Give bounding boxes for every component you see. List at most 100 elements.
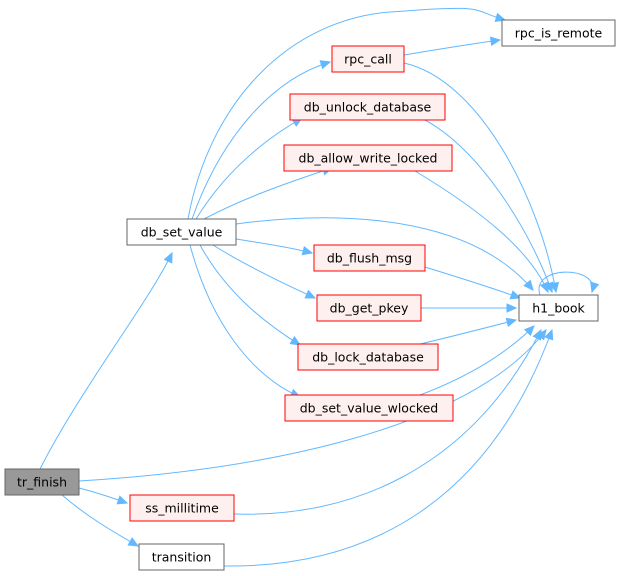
node-label: db_allow_write_locked	[299, 151, 438, 166]
nodes-layer: tr_finish db_set_value ss_millitimetransit…	[4, 19, 616, 571]
edge-arrowhead	[163, 251, 173, 264]
edge-line	[403, 62, 557, 293]
node-box	[297, 343, 439, 371]
edge-arrowhead	[506, 303, 518, 313]
node-label: db_set_value	[141, 225, 223, 240]
node-h1-book[interactable]: h1_book	[518, 294, 599, 322]
edge-arrowhead	[127, 537, 140, 547]
edge-line	[39, 252, 173, 470]
node-box	[129, 494, 235, 522]
edge-arrowhead	[532, 328, 542, 341]
edge-line	[187, 7, 506, 220]
node-box	[138, 543, 225, 571]
edge-line	[212, 244, 316, 299]
node-label: db_get_pkey	[330, 301, 409, 316]
edge-line	[78, 329, 547, 482]
node-rpc-call[interactable]: rpc_call	[331, 45, 405, 73]
node-box	[518, 294, 599, 322]
node-tr-finish[interactable]: tr_finish	[4, 468, 80, 496]
node-label: transition	[152, 550, 212, 565]
node-db-lock-database[interactable]: db_lock_database	[297, 343, 439, 371]
edge-arrowhead	[539, 281, 549, 294]
edge-db-set-value-to-db-set-value-wlocked	[189, 244, 302, 398]
edges-layer	[39, 7, 600, 567]
edge-arrowhead	[523, 279, 534, 291]
node-label: db_set_value_wlocked	[300, 401, 439, 416]
node-ss-millitime[interactable]: ss_millitime	[129, 494, 235, 522]
edge-arrowhead	[489, 36, 502, 46]
node-label: ss_millitime	[145, 501, 219, 516]
edge-rpc-call-to-rpc-is-remote	[403, 36, 502, 56]
node-db-get-pkey[interactable]: db_get_pkey	[316, 294, 422, 322]
node-box	[316, 294, 422, 322]
edge-arrowhead	[301, 245, 314, 256]
edge-arrowhead	[304, 289, 317, 299]
edge-arrowhead	[319, 60, 332, 70]
node-box	[126, 218, 237, 246]
node-box	[289, 93, 446, 121]
edge-line	[419, 325, 535, 396]
edge-db-set-value-to-rpc-is-remote	[187, 7, 507, 220]
edge-tr-finish-to-ss-millitime	[78, 487, 129, 505]
node-label: rpc_call	[344, 52, 392, 67]
edge-line	[424, 119, 553, 293]
node-box	[283, 144, 453, 172]
edge-line	[414, 170, 549, 293]
edge-line	[235, 217, 534, 291]
edge-db-set-value-to-rpc-call	[191, 60, 332, 220]
node-box	[4, 468, 80, 496]
edge-line	[419, 319, 517, 345]
node-rpc-is-remote[interactable]: rpc_is_remote	[501, 19, 616, 47]
edge-tr-finish-to-db-set-value	[39, 251, 173, 470]
node-box	[313, 244, 426, 272]
edge-line	[424, 266, 521, 299]
edge-db-flush-msg-to-h1-book	[424, 266, 522, 300]
edge-arrowhead	[116, 495, 129, 505]
edge-db-set-value-to-db-get-pkey	[212, 244, 317, 299]
node-label: tr_finish	[17, 475, 67, 490]
edge-db-get-pkey-to-h1-book	[420, 303, 518, 313]
edge-rpc-call-to-h1-book	[403, 62, 560, 294]
edge-arrowhead	[289, 335, 302, 346]
edge-db-allow-write-locked-to-h1-book	[414, 170, 549, 294]
node-label: h1_book	[532, 301, 585, 316]
node-box	[501, 19, 616, 47]
edge-line	[195, 117, 303, 220]
node-label: db_unlock_database	[304, 100, 432, 115]
edge-db-set-value-to-db-flush-msg	[235, 238, 314, 256]
node-box	[284, 394, 454, 422]
edge-arrowhead	[590, 281, 600, 294]
edge-ss-millitime-to-h1-book	[233, 328, 542, 515]
node-db-set-value-wlocked[interactable]: db_set_value_wlocked	[284, 394, 454, 422]
edge-arrowhead	[505, 317, 518, 327]
edge-db-set-value-to-h1-book	[235, 217, 534, 291]
edge-line	[223, 329, 553, 567]
node-db-set-value[interactable]: db_set_value	[126, 218, 237, 246]
edge-arrowhead	[509, 290, 522, 300]
edge-transition-to-h1-book	[223, 328, 554, 567]
edge-line	[235, 238, 313, 254]
edge-line	[189, 244, 301, 398]
node-label: rpc_is_remote	[515, 26, 603, 41]
edge-tr-finish-to-transition	[61, 494, 140, 547]
node-label: db_lock_database	[312, 350, 424, 365]
edge-line	[61, 494, 139, 547]
edge-line	[203, 167, 333, 220]
edge-arrowhead	[494, 12, 507, 22]
edge-line	[191, 61, 331, 220]
edge-h1-book-to-h1-book	[538, 271, 600, 296]
node-db-allow-write-locked[interactable]: db_allow_write_locked	[283, 144, 453, 172]
node-transition[interactable]: transition	[138, 543, 225, 571]
edge-line	[233, 329, 542, 515]
edge-line	[199, 244, 301, 346]
node-db-unlock-database[interactable]: db_unlock_database	[289, 93, 446, 121]
node-box	[331, 45, 405, 73]
edge-arrowhead	[544, 328, 554, 341]
node-db-flush-msg[interactable]: db_flush_msg	[313, 244, 426, 272]
edge-line	[403, 39, 501, 56]
edge-db-set-value-to-db-lock-database	[199, 244, 302, 346]
edge-arrowhead	[523, 325, 535, 337]
edge-db-lock-database-to-h1-book	[419, 317, 518, 345]
edge-db-set-value-to-db-allow-write-locked	[203, 166, 334, 220]
